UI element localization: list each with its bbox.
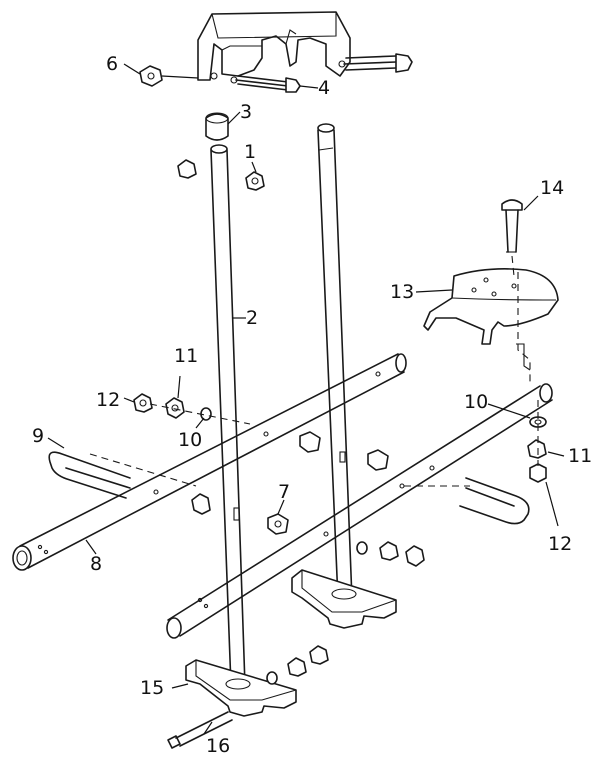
callout-11-right: 11 xyxy=(568,445,592,467)
callout-8: 8 xyxy=(90,553,102,575)
hardware-left-stack xyxy=(133,393,251,425)
callout-7: 7 xyxy=(278,481,290,503)
callout-9: 9 xyxy=(32,425,44,447)
callout-12-right: 12 xyxy=(548,533,572,555)
callout-15: 15 xyxy=(140,677,164,699)
callout-10-right: 10 xyxy=(464,391,488,413)
bolt-part-16 xyxy=(167,711,233,749)
bolt-part-4 xyxy=(235,75,301,93)
foot-right xyxy=(291,569,397,629)
nut-part-6 xyxy=(139,65,163,87)
rear-cross-tube xyxy=(12,353,407,571)
callout-11-left: 11 xyxy=(174,345,198,367)
nut-part-1-left xyxy=(177,159,197,179)
front-cross-tube xyxy=(166,383,553,639)
leader-lines xyxy=(47,63,565,735)
callout-10-left: 10 xyxy=(178,429,202,451)
callout-16: 16 xyxy=(206,735,230,757)
callout-3: 3 xyxy=(240,101,252,123)
top-bracket xyxy=(197,11,351,84)
cap-part-3 xyxy=(205,112,229,141)
u-bolt-left xyxy=(48,451,197,499)
seat-part-13 xyxy=(423,268,559,382)
bolt-top-right xyxy=(343,53,413,73)
callout-labels: 6 4 3 1 2 11 12 10 9 8 7 10 11 12 13 14 … xyxy=(32,53,592,757)
callout-1: 1 xyxy=(244,141,256,163)
hardware-right-stack xyxy=(527,400,547,483)
hardware-rear-tube xyxy=(191,431,425,567)
callout-14: 14 xyxy=(540,177,564,199)
u-bolt-right xyxy=(404,477,530,525)
foot-part-15 xyxy=(185,659,297,717)
callout-2: 2 xyxy=(246,307,258,329)
right-vertical-post xyxy=(317,123,353,601)
nut-part-1-right xyxy=(245,171,265,191)
callout-12-left: 12 xyxy=(96,389,120,411)
hardware-foot xyxy=(266,645,329,685)
callout-4: 4 xyxy=(318,77,330,99)
callout-6: 6 xyxy=(106,53,118,75)
bolt-part-14 xyxy=(501,199,523,277)
callout-13: 13 xyxy=(390,281,414,303)
